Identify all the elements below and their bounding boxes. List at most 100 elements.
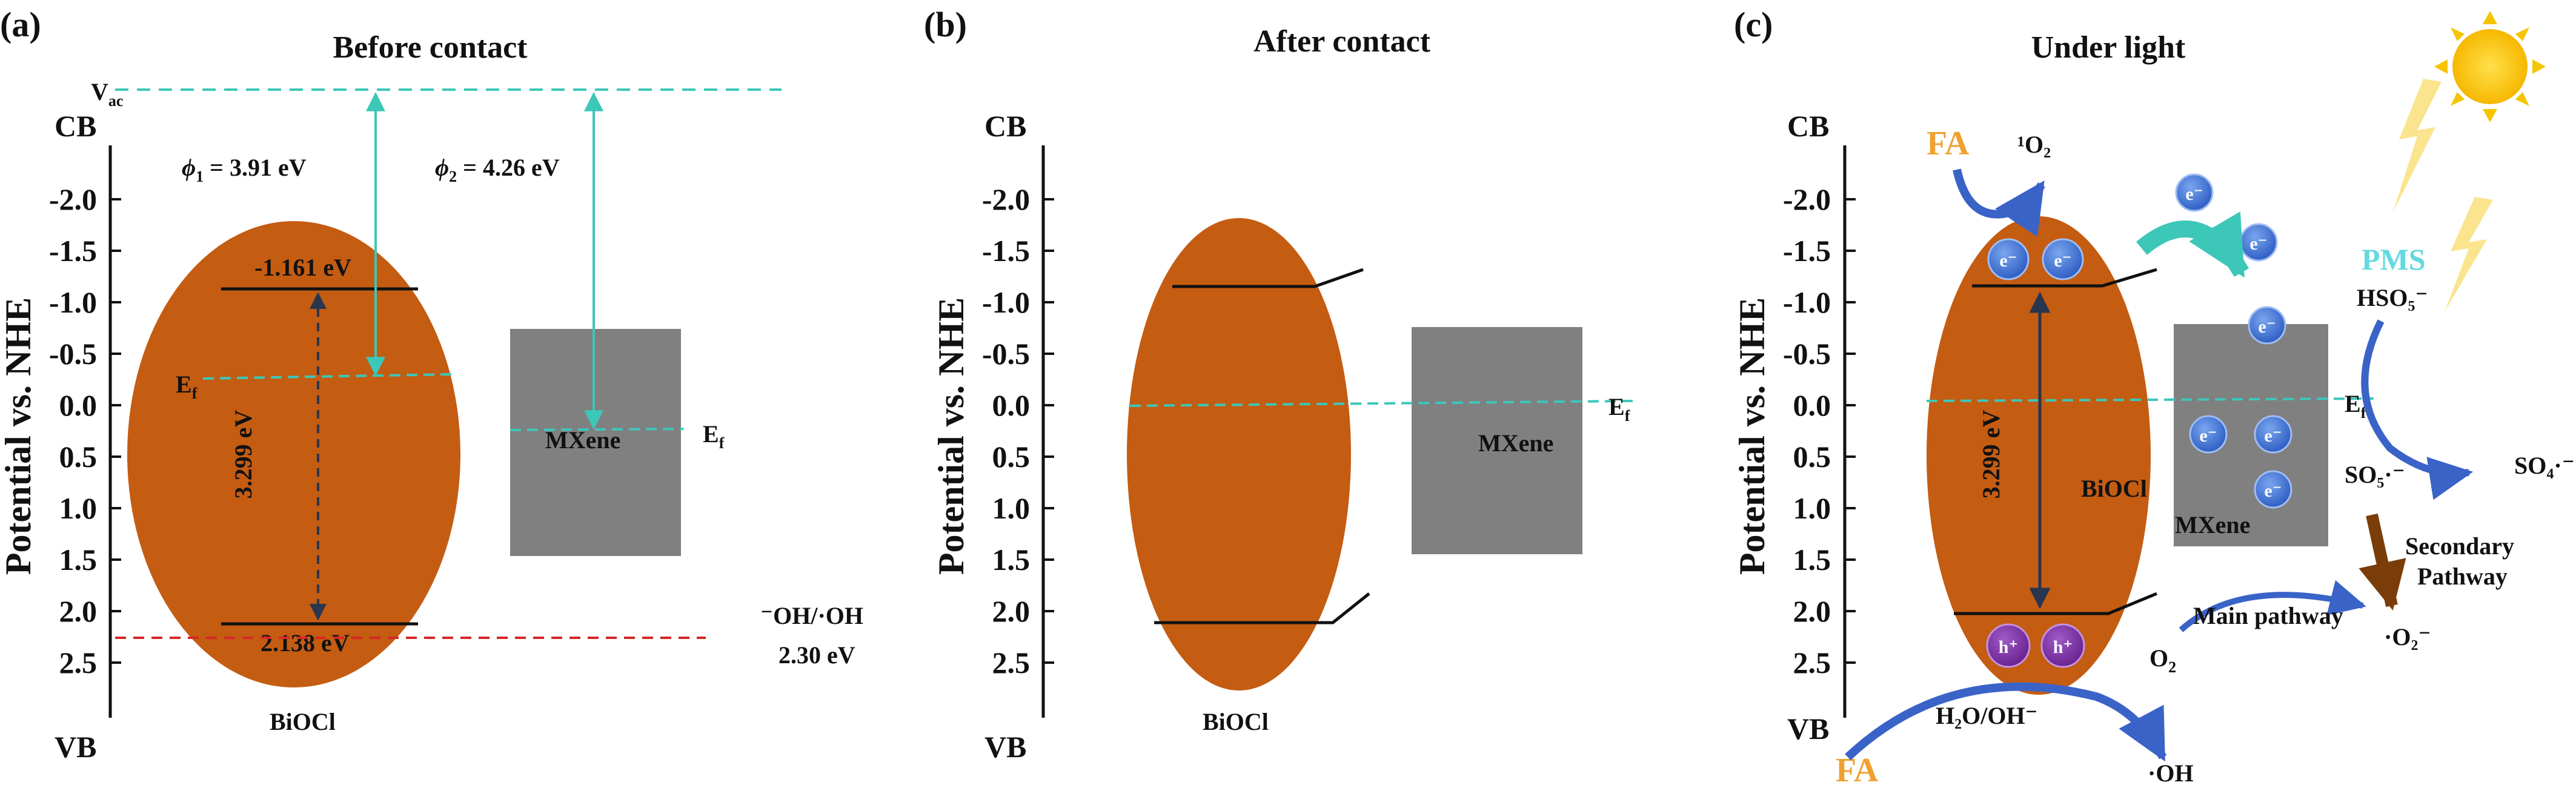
tick-label: 1.5 xyxy=(59,543,98,577)
tick-label: -1.5 xyxy=(49,234,97,268)
panel-a-label: (a) xyxy=(0,5,41,44)
panel-a-title: Before contact xyxy=(333,30,528,65)
bandgap-label: 3.299 eV xyxy=(1977,410,2005,499)
cb-label: CB xyxy=(984,109,1026,143)
panel-c-ticks xyxy=(1845,198,1856,664)
h2o-label: H₂O/OH⁻ xyxy=(1936,702,2038,729)
svg-text:e⁻: e⁻ xyxy=(2264,426,2282,446)
tick-label: 0.5 xyxy=(59,440,98,474)
electron: e⁻ xyxy=(2254,415,2292,454)
biocl-label: BiOCl xyxy=(270,708,336,735)
biocl-vb-line xyxy=(1154,592,1370,624)
cb-label: CB xyxy=(1787,109,1829,143)
biocl-ellipse xyxy=(1127,218,1351,690)
hole: h⁺ xyxy=(2040,623,2085,668)
panel-c: (c) Under light -2.0 -1.5 -1.0 -0.5 0.0 … xyxy=(1732,5,2575,788)
tick-label: 2.5 xyxy=(992,646,1031,680)
tick-label: 0.0 xyxy=(59,388,98,422)
electron: e⁻ xyxy=(2189,415,2228,454)
panel-c-title: Under light xyxy=(2031,30,2186,65)
fa-label: FA xyxy=(1836,752,1879,788)
pathway-label: Pathway xyxy=(2417,563,2508,590)
svg-text:h⁺: h⁺ xyxy=(1999,637,2019,657)
vacuum-label: Vac xyxy=(91,78,123,110)
panel-a-tick-labels: -2.0 -1.5 -1.0 -0.5 0.0 0.5 1.0 1.5 2.0 … xyxy=(49,182,97,680)
mxene-label: MXene xyxy=(1478,429,1553,457)
pms-label: PMS xyxy=(2362,242,2426,276)
mxene-ef-label: Ef xyxy=(703,420,725,452)
tick-label: -1.5 xyxy=(982,234,1030,268)
electron: e⁻ xyxy=(2239,223,2278,262)
phi2-label: ϕ2 = 4.26 eV xyxy=(435,154,560,185)
so4-label: SO₄·⁻ xyxy=(2514,452,2575,479)
so5-label: SO₅·⁻ xyxy=(2345,461,2405,488)
mxene-block xyxy=(1412,327,1582,554)
tick-label: -2.0 xyxy=(982,182,1030,216)
electron: e⁻ xyxy=(2175,173,2214,212)
fa-oxidation-arrow xyxy=(1953,168,2045,237)
secondary-pathway-arrow xyxy=(2359,513,2406,611)
panel-b-ticks xyxy=(1043,198,1054,664)
electron-transfer-arrow xyxy=(2136,211,2249,278)
svg-text:e⁻: e⁻ xyxy=(1999,251,2017,271)
pms-activation-arrow xyxy=(2361,319,2474,500)
panel-a: (a) Before contact -2.0 -1.5 -1.0 -0.5 0… xyxy=(0,5,863,764)
panel-b-title: After contact xyxy=(1253,24,1431,59)
mxene-label: MXene xyxy=(545,426,620,454)
tick-label: 0.5 xyxy=(992,440,1031,474)
hso5-label: HSO₅⁻ xyxy=(2357,284,2428,311)
svg-text:e⁻: e⁻ xyxy=(2258,317,2276,337)
ef-label: Ef xyxy=(1608,393,1630,425)
y-axis-title: Potential vs. NHE xyxy=(931,297,971,575)
fa-hydroxyl-arrow xyxy=(1845,682,2167,762)
main-pathway-label: Main pathway xyxy=(2193,602,2343,629)
tick-label: 2.5 xyxy=(59,646,98,680)
lightning-icon xyxy=(2445,197,2493,312)
fa-label: FA xyxy=(1927,125,1970,162)
tick-label: -1.0 xyxy=(49,285,97,319)
panel-c-label: (c) xyxy=(1734,5,1773,44)
hole: h⁺ xyxy=(1986,623,2031,668)
electron: e⁻ xyxy=(1987,238,2030,280)
tick-label: 1.5 xyxy=(992,543,1031,577)
fermi-line xyxy=(1926,397,2374,402)
biocl-label: BiOCl xyxy=(2081,475,2147,502)
biocl-vb-line xyxy=(1954,592,2157,615)
secondary-label: Secondary xyxy=(2405,532,2514,560)
y-axis-title: Potential vs. NHE xyxy=(1732,297,1772,575)
tick-label: 0.5 xyxy=(1793,440,1831,474)
mxene-label: MXene xyxy=(2175,511,2250,538)
tick-label: 2.0 xyxy=(992,594,1031,628)
biocl-cb-line xyxy=(1972,268,2157,288)
svg-text:e⁻: e⁻ xyxy=(2199,426,2217,446)
tick-label: 2.0 xyxy=(59,594,98,628)
tick-label: 2.0 xyxy=(1793,594,1831,628)
singlet-oxygen-label: ¹O₂ xyxy=(2017,131,2051,158)
tick-label: 1.0 xyxy=(59,491,98,525)
tick-label: 1.5 xyxy=(1793,543,1831,577)
vb-label: VB xyxy=(984,730,1026,764)
svg-text:e⁻: e⁻ xyxy=(2264,481,2282,501)
y-axis-title: Potential vs. NHE xyxy=(0,297,38,575)
tick-label: 2.5 xyxy=(1793,646,1831,680)
ef-label: Ef xyxy=(176,371,198,402)
main-pathway-arrow xyxy=(2179,580,2366,632)
svg-text:h⁺: h⁺ xyxy=(2053,637,2073,657)
tick-label: -0.5 xyxy=(1783,337,1831,371)
tick-label: -2.0 xyxy=(1783,182,1831,216)
vb-level-label: 2.138 eV xyxy=(261,629,350,657)
cb-level-label: -1.161 eV xyxy=(254,254,351,281)
tick-label: 1.0 xyxy=(992,491,1031,525)
bandgap-label: 3.299 eV xyxy=(230,410,257,499)
phi1-label: ϕ1 = 3.91 eV xyxy=(182,154,307,185)
tick-label: -0.5 xyxy=(982,337,1030,371)
tick-label: 1.0 xyxy=(1793,491,1831,525)
electron: e⁻ xyxy=(2042,238,2084,280)
tick-label: -2.0 xyxy=(49,182,97,216)
oh-couple-label: ⁻OH/·OH xyxy=(760,602,863,629)
panel-b-tick-labels: -2.0 -1.5 -1.0 -0.5 0.0 0.5 1.0 1.5 2.0 … xyxy=(982,182,1030,680)
biocl-ellipse xyxy=(127,221,460,687)
tick-label: -1.0 xyxy=(1783,285,1831,319)
panel-b: (b) After contact -2.0 -1.5 -1.0 -0.5 0.… xyxy=(924,5,1633,764)
svg-text:e⁻: e⁻ xyxy=(2185,184,2203,204)
